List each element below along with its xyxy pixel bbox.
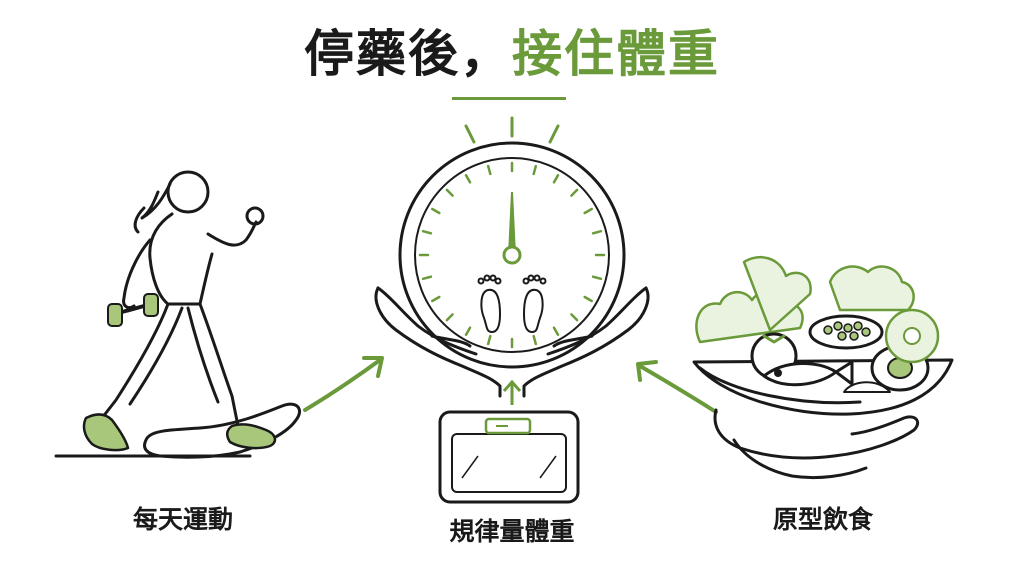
dial-tick — [532, 334, 538, 346]
dial-ticks — [418, 161, 606, 349]
dial-tick — [421, 275, 433, 281]
title-part-accent: 接住體重 — [512, 25, 720, 83]
arrow-right-to-center — [636, 360, 718, 414]
beans — [823, 321, 871, 341]
runner-icon — [54, 170, 301, 459]
leafy-greens — [695, 256, 915, 344]
dial-tick — [421, 229, 433, 235]
dial-tick — [591, 229, 603, 235]
dial-tick — [570, 188, 579, 197]
title-underline — [452, 97, 566, 100]
dial-tick — [431, 207, 441, 215]
arrow-left-to-center — [303, 356, 384, 412]
dial-tick — [583, 207, 593, 215]
dial-tick — [464, 174, 472, 184]
caption-food: 原型飲食 — [772, 505, 873, 534]
dial-tick — [583, 295, 593, 303]
dial-tick — [486, 334, 492, 346]
dial-tick — [552, 326, 560, 336]
title-part-dark: 停藥後， — [304, 25, 512, 83]
dial-tick — [445, 188, 454, 197]
bathroom-scale-icon — [438, 379, 580, 504]
dial-tick — [445, 313, 454, 322]
dial-tick — [486, 164, 492, 176]
dial-tick — [431, 295, 441, 303]
dial-tick — [552, 174, 560, 184]
dial-tick — [532, 164, 538, 176]
dial-tick — [464, 326, 472, 336]
food-bowl-icon — [692, 256, 954, 480]
page-title: 停藥後，接住體重 — [0, 22, 1024, 86]
dumbbell-icon — [107, 293, 159, 327]
radiance-lines — [464, 116, 560, 144]
dial-tick — [591, 275, 603, 281]
sneaker-icons — [82, 413, 277, 452]
scale-dial-icon — [398, 116, 626, 369]
cupped-hands-icon — [374, 286, 650, 398]
dial-tick — [570, 313, 579, 322]
caption-exercise: 每天運動 — [132, 505, 233, 534]
footprints-icon — [477, 274, 547, 334]
caption-weigh: 規律量體重 — [449, 517, 575, 546]
